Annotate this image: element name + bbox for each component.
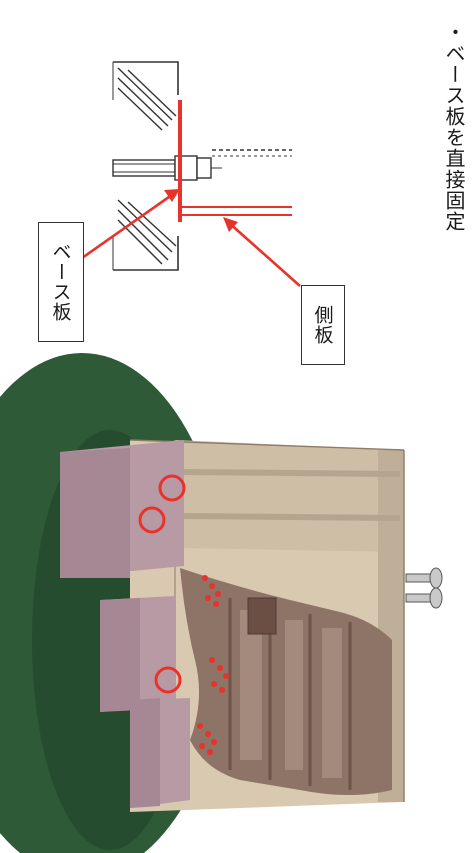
base-plate-label-box: ベース板 <box>38 222 84 342</box>
fixing-point-1 <box>158 474 186 502</box>
arrow-side-plate <box>227 221 301 287</box>
arrow-base-plate-head <box>164 189 180 202</box>
beam-bottom-face <box>130 698 160 808</box>
upper-wall-outline <box>113 61 179 95</box>
side-plate-label-box: 側板 <box>301 285 345 365</box>
tank-side-face <box>175 440 404 552</box>
arrow-side-plate-head <box>223 217 238 232</box>
interior-bands <box>240 610 342 778</box>
fixing-point-markers <box>138 474 186 694</box>
interior-window <box>247 597 277 635</box>
beam-middle-face <box>100 598 140 712</box>
section-detail <box>81 61 301 287</box>
fixing-point-2 <box>138 506 166 534</box>
fixing-point-3 <box>154 666 182 694</box>
side-plate-label: 側板 <box>311 305 334 345</box>
lower-hatch <box>117 199 177 265</box>
tank-ribs <box>179 469 401 521</box>
upper-hatch <box>117 67 177 131</box>
beam-top-face <box>60 448 130 578</box>
lower-wall-outline <box>113 236 179 271</box>
tank-illustration <box>0 353 443 853</box>
base-plate-label: ベース板 <box>49 242 72 322</box>
anchor-bolt <box>112 155 222 181</box>
dotted-markers <box>197 575 229 755</box>
page-heading: ・ベース板を直接固定 <box>442 22 466 232</box>
tank-fittings <box>405 567 443 609</box>
interior-walls <box>228 598 352 790</box>
arrow-base-plate <box>81 190 177 260</box>
